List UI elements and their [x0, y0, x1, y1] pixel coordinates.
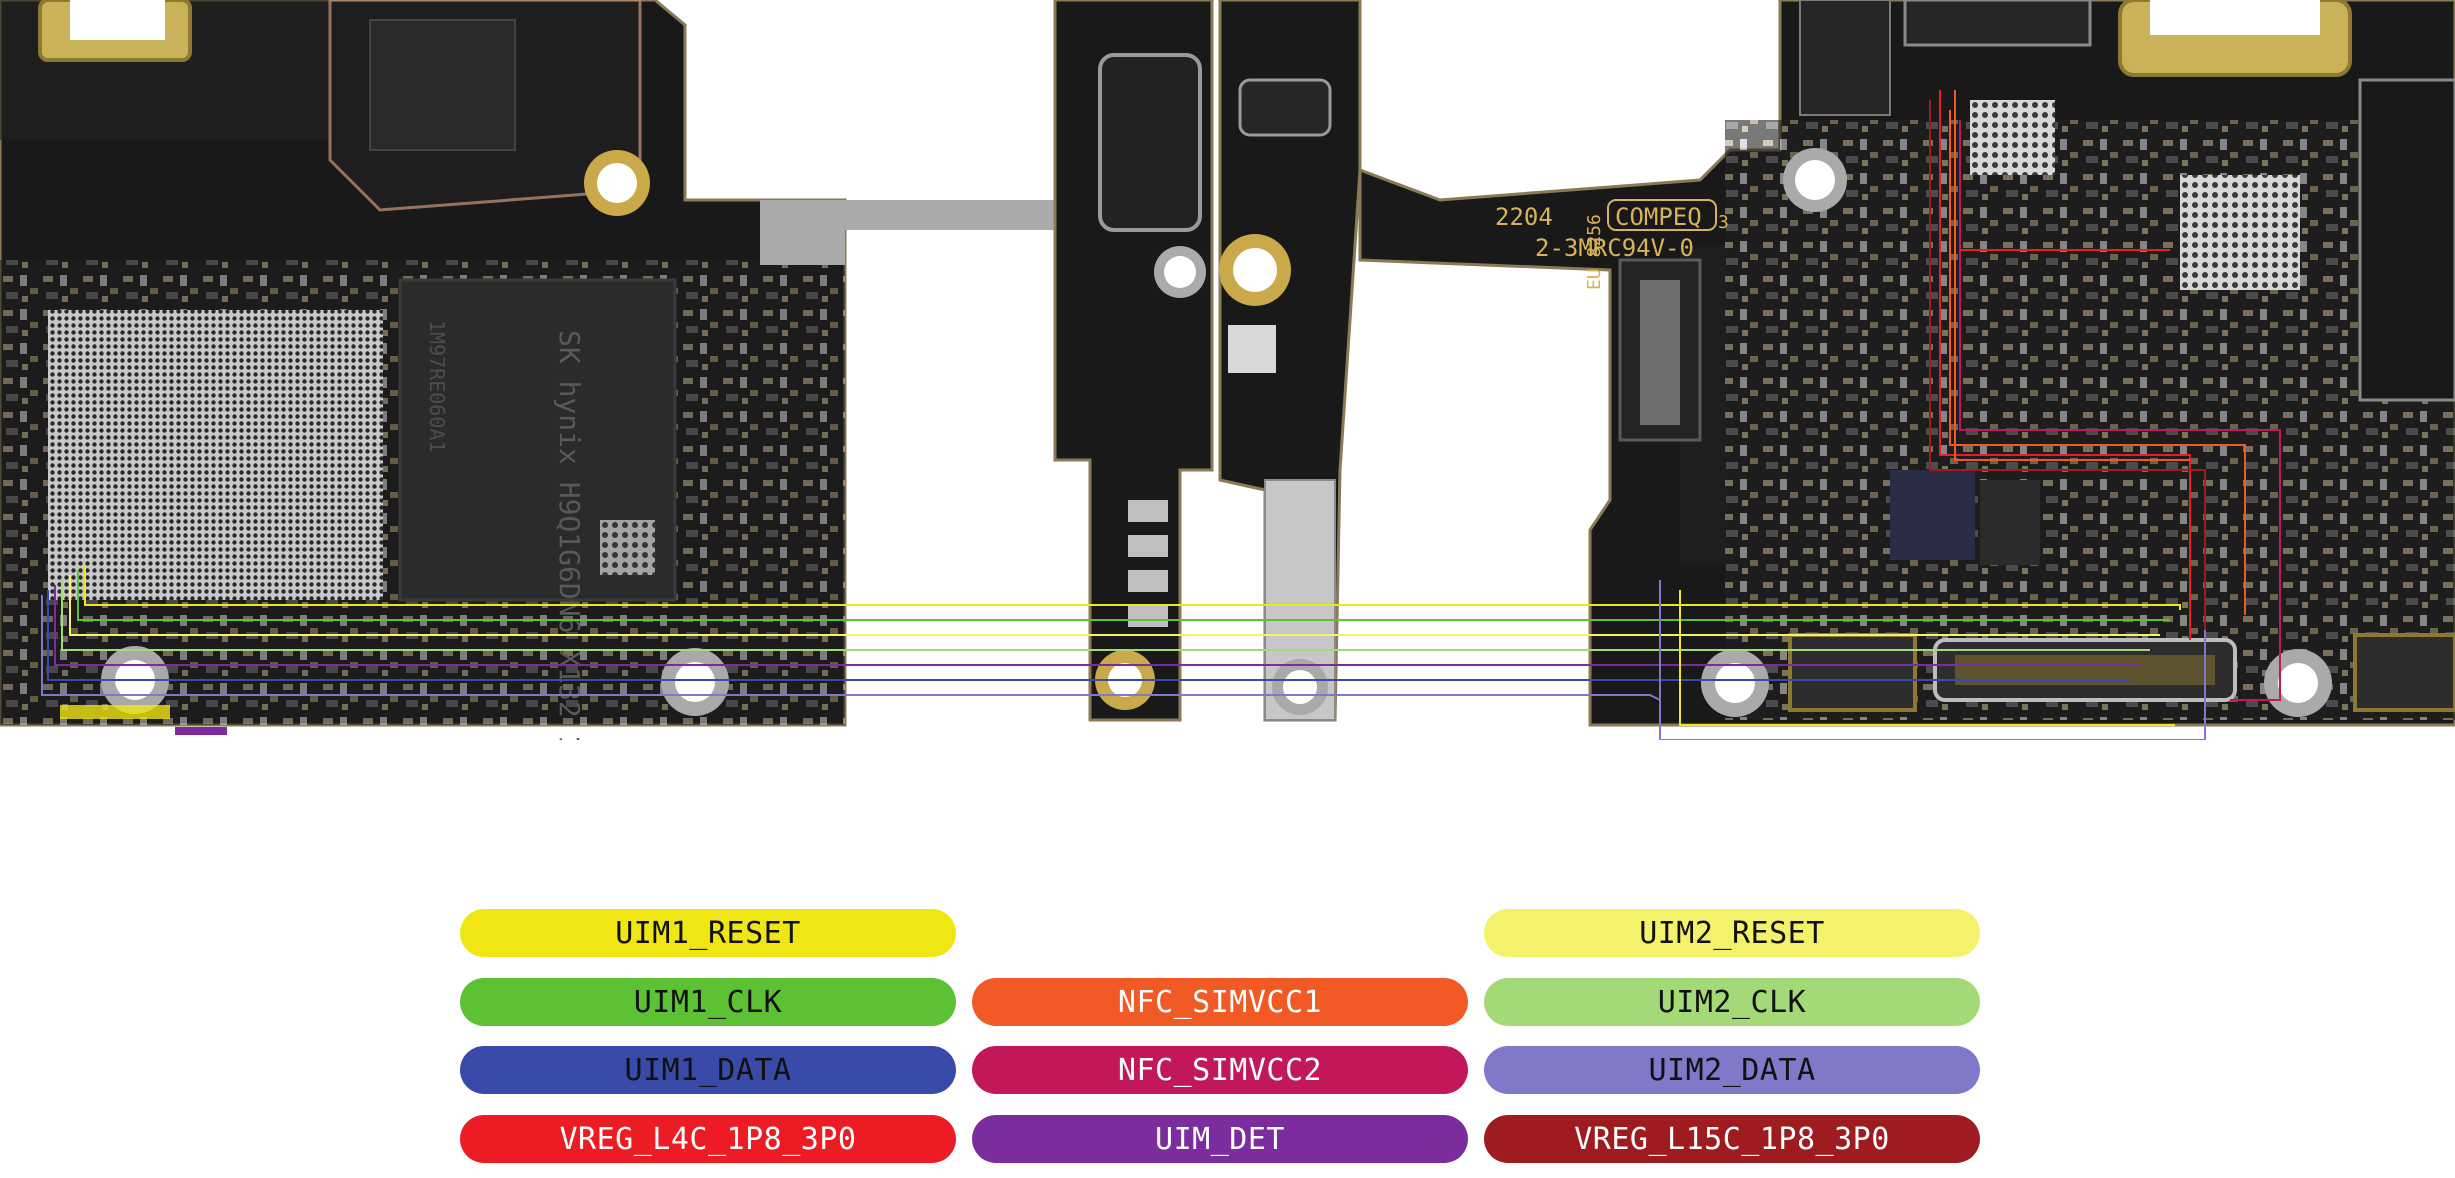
- legend-uim2-data: UIM2_DATA: [1484, 1046, 1980, 1094]
- silkscreen-side-code: EU 8256: [1584, 214, 1605, 290]
- left-board: SK hynix H9Q1G6DN6 X132 150A 1M97RE060A1: [0, 0, 1210, 740]
- uim1-pad: [60, 705, 170, 719]
- middle-strip: [1053, 0, 1362, 722]
- right-board: 2204 COMPEQ 3 2-3MRC94V-0 EU 8256: [1358, 0, 2455, 727]
- silkscreen-date: 2204: [1495, 203, 1553, 231]
- memory-chip-label: SK hynix H9Q1G6DN6 X132 150A: [553, 330, 586, 740]
- legend-uim2-clk: UIM2_CLK: [1484, 978, 1980, 1026]
- legend-uim1-data: UIM1_DATA: [460, 1046, 956, 1094]
- legend-uim2-reset: UIM2_RESET: [1484, 909, 1980, 957]
- legend-nfc-simvcc1: NFC_SIMVCC1: [972, 978, 1468, 1026]
- silkscreen-maker-suffix: 3: [1718, 212, 1729, 233]
- legend-vreg-l15c: VREG_L15C_1P8_3P0: [1484, 1115, 1980, 1163]
- legend-nfc-simvcc2: NFC_SIMVCC2: [972, 1046, 1468, 1094]
- legend-uim1-reset: UIM1_RESET: [460, 909, 956, 957]
- uim-det-pad: [175, 727, 227, 735]
- silkscreen-maker: COMPEQ: [1615, 203, 1702, 231]
- circuit-board-photo: SK hynix H9Q1G6DN6 X132 150A 1M97RE060A1: [0, 0, 2455, 740]
- silkscreen-rating: 2-3MRC94V-0: [1535, 234, 1694, 262]
- legend-uim-det: UIM_DET: [972, 1115, 1468, 1163]
- memory-chip-side-label: 1M97RE060A1: [425, 320, 449, 452]
- legend-vreg-l4c: VREG_L4C_1P8_3P0: [460, 1115, 956, 1163]
- trace-overlay: [41, 90, 2281, 740]
- legend-uim1-clk: UIM1_CLK: [460, 978, 956, 1026]
